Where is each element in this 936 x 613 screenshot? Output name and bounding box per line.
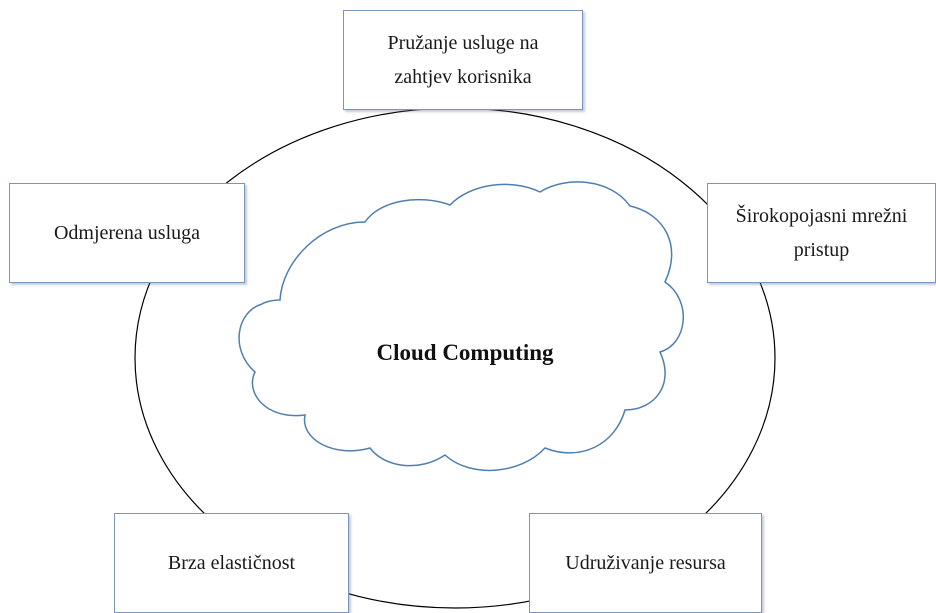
characteristic-label: Pružanje usluge na zahtjev korisnika — [387, 32, 539, 88]
characteristic-label: Odmjerena usluga — [53, 222, 201, 244]
characteristic-box-bottom-right: Udruživanje resursa — [529, 513, 762, 613]
characteristic-box-bottom-left: Brza elastičnost — [114, 513, 349, 613]
characteristic-box-top: Pružanje usluge na zahtjev korisnika — [343, 10, 583, 110]
characteristic-box-right: Širokopojasni mrežni pristup — [707, 183, 936, 283]
characteristic-label: Brza elastičnost — [167, 552, 296, 574]
characteristic-label: Širokopojasni mrežni pristup — [735, 205, 908, 261]
cloud-shape — [238, 181, 685, 472]
center-label: Cloud Computing — [376, 340, 554, 365]
characteristic-label: Udruživanje resursa — [565, 552, 726, 574]
characteristic-box-left: Odmjerena usluga — [9, 183, 245, 283]
